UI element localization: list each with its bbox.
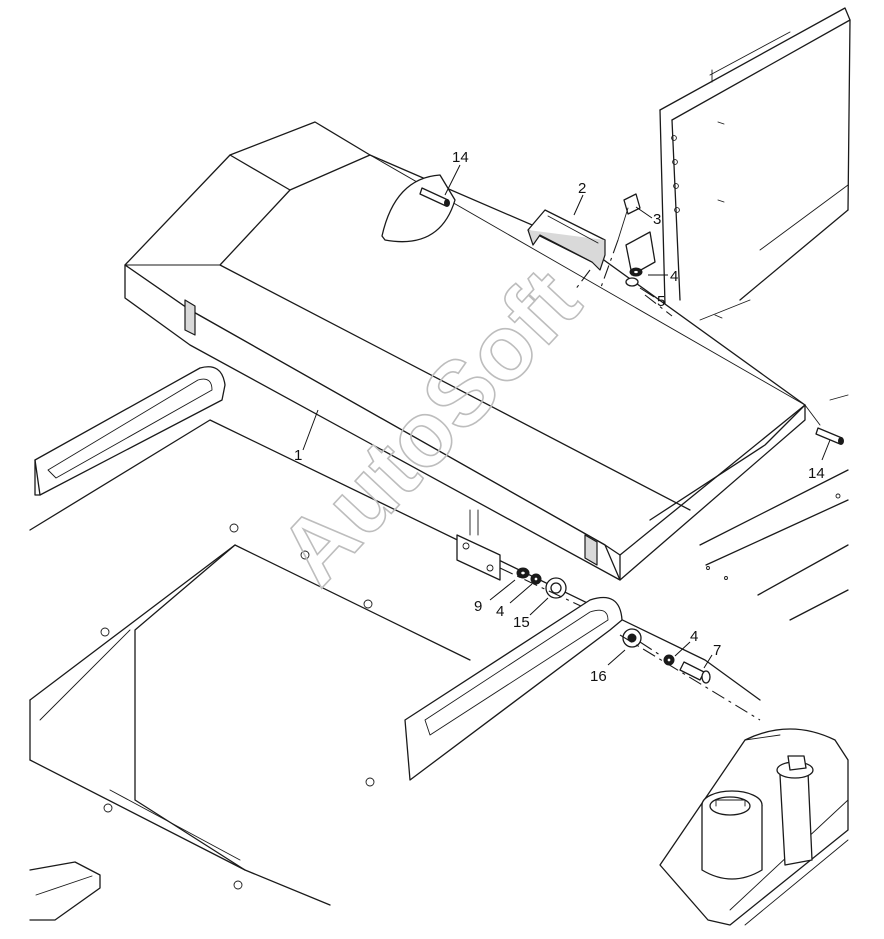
- upper-hardware: [599, 193, 673, 317]
- callout-2: 2: [578, 180, 586, 197]
- callout-9: 9: [474, 598, 482, 615]
- callout-14-top: 14: [452, 149, 469, 166]
- callout-7: 7: [713, 642, 721, 659]
- callout-4-top: 4: [670, 268, 678, 285]
- left-slotted-arm: [34, 366, 226, 496]
- main-cover: [124, 121, 806, 581]
- callout-15: 15: [513, 614, 530, 631]
- right-rails: [699, 469, 849, 621]
- right-vertical-panel: [659, 7, 851, 321]
- gearbox-assembly: [659, 728, 849, 926]
- callout-1: 1: [294, 447, 302, 464]
- pin-items: [419, 187, 849, 445]
- callout-14-right: 14: [808, 465, 825, 482]
- right-slotted-arm: [404, 596, 623, 781]
- side-hardware: [619, 628, 761, 721]
- callout-3: 3: [653, 211, 661, 228]
- callout-4-right: 4: [690, 628, 698, 645]
- clamp-bracket: [527, 209, 606, 291]
- callout-leaders: [302, 164, 831, 669]
- callout-16: 16: [590, 668, 607, 685]
- callout-4-mid: 4: [496, 603, 504, 620]
- callout-5: 5: [657, 293, 665, 310]
- lower-hardware: [456, 509, 601, 616]
- callout-labels: 1 2 3 4 5 9 4 15 4 7 16 14 14: [294, 149, 825, 685]
